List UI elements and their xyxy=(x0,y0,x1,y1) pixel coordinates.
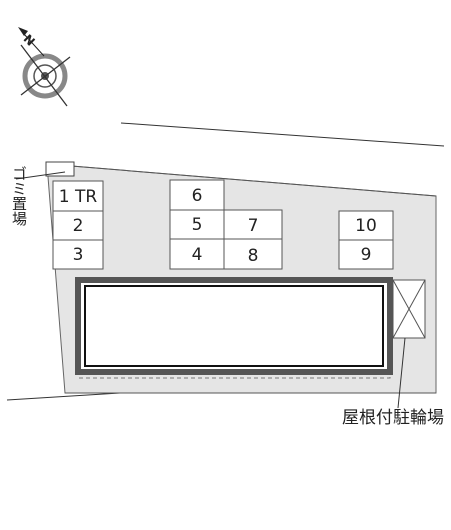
building xyxy=(75,277,393,379)
garbage-label: ゴミ置場 xyxy=(10,166,28,226)
garbage-leader-line xyxy=(15,171,66,180)
parking-space-6-label: 6 xyxy=(192,186,203,206)
parking-space-5-label: 5 xyxy=(192,215,203,235)
north-arrow-icon xyxy=(18,27,45,57)
parking-space-8 xyxy=(223,238,283,270)
parking-space-8-label: 8 xyxy=(248,246,259,266)
parking-space-2-label: 2 xyxy=(73,216,84,236)
parking-space-7 xyxy=(223,209,283,240)
bicycle-parking xyxy=(392,279,426,409)
bicycle-parking-leader-line xyxy=(397,337,406,409)
parking-space-1-label: 1 TR xyxy=(59,187,98,207)
parking-space-9-label: 9 xyxy=(361,245,372,265)
road-edge-bottom xyxy=(6,392,121,401)
parking-space-5 xyxy=(169,209,225,240)
parking-space-9 xyxy=(338,239,394,270)
parking-spaces: 1 TR 2 3 6 5 4 7 8 10 9 xyxy=(52,179,394,270)
parking-space-3 xyxy=(52,239,104,270)
bicycle-parking-label: 屋根付駐輪場 xyxy=(342,408,444,428)
road-edge-top xyxy=(120,122,445,147)
garbage-area xyxy=(45,161,75,177)
parking-space-10-label: 10 xyxy=(355,216,377,236)
parking-space-2 xyxy=(52,210,104,241)
compass-rose-icon xyxy=(20,44,71,107)
parking-space-3-label: 3 xyxy=(73,245,84,265)
lot-boundary-top xyxy=(46,163,437,197)
parking-space-4 xyxy=(169,238,225,270)
parking-space-7-label: 7 xyxy=(248,216,259,236)
compass: N xyxy=(18,27,71,107)
building-inner-wall xyxy=(84,285,384,367)
parking-space-6 xyxy=(169,179,225,211)
parking-space-4-label: 4 xyxy=(192,245,203,265)
bicycle-parking-cross-2 xyxy=(392,279,426,339)
